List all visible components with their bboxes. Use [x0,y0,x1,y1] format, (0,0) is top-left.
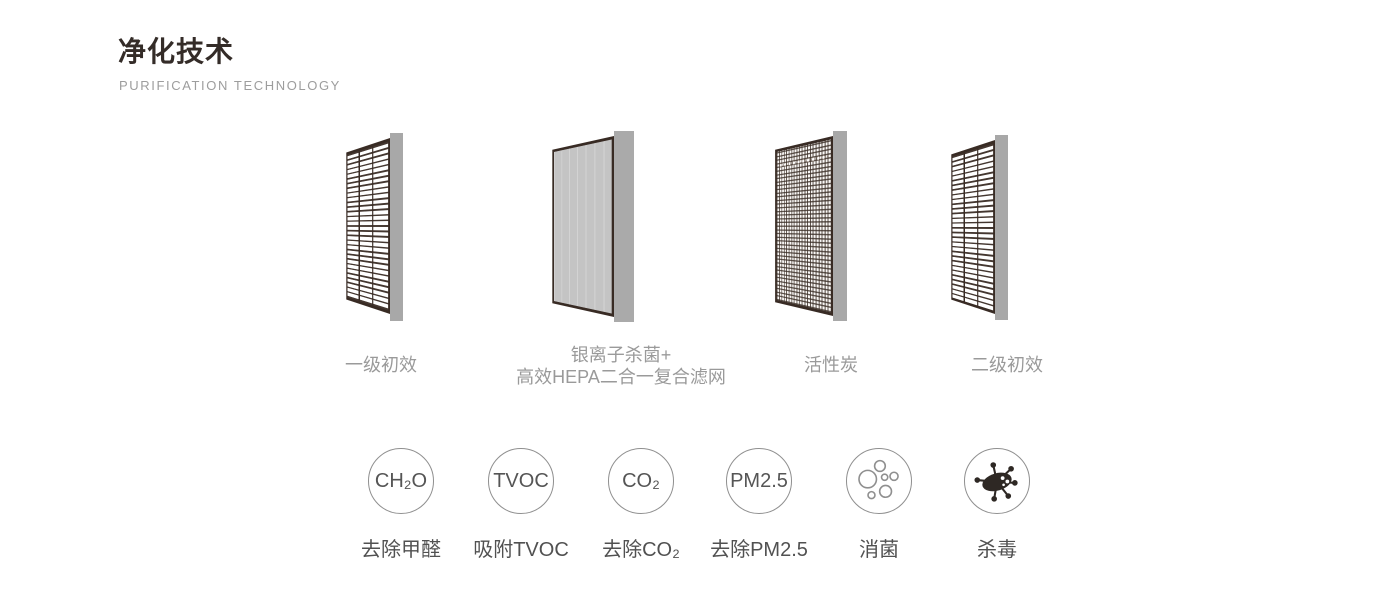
section-subtitle: PURIFICATION TECHNOLOGY [119,78,341,93]
panel-front-mesh-face [951,140,995,314]
primary-filter-panel-illustration [341,133,403,321]
secondary-filter-panel-illustration [947,135,1008,320]
panel-front-mesh-face [346,138,390,314]
filter-label-secondary: 二级初效 [971,355,1043,375]
panel-front-pleated-face [552,136,614,317]
pm25-badge-text: PM2.5 [730,469,788,492]
panel-side-face [390,133,403,321]
panel-side-face [614,131,634,322]
ch2o-badge: CH₂O [368,448,434,514]
hepa-filter-panel-illustration [545,131,634,322]
mesh-divider [358,150,360,302]
co2-badge-text: CO₂ [622,469,660,492]
panel-front-granule-face [775,136,833,316]
filter-label-carbon: 活性炭 [804,355,858,375]
feature-label-tvoc: 吸附TVOC [473,539,569,561]
pm25-badge: PM2.5 [726,448,792,514]
feature-label-virus: 杀毒 [977,539,1017,561]
panel-side-face [833,131,847,321]
feature-label-formaldehyde: 去除甲醛 [361,539,441,561]
mesh-divider [371,146,374,306]
feature-label-pm25: 去除PM2.5 [710,539,808,561]
activated-carbon-panel-illustration [766,131,847,321]
feature-label-co2: 去除CO₂ [602,539,680,561]
tvoc-badge: TVOC [488,448,554,514]
ch2o-badge-text: CH₂O [374,469,428,492]
virus-badge [964,448,1030,514]
tvoc-badge-text: TVOC [493,469,549,492]
mesh-divider [976,148,979,306]
sterilize-badge [846,448,912,514]
panel-side-face [995,135,1008,320]
filter-label-primary: 一级初效 [345,355,417,375]
feature-label-sterilize: 消菌 [859,539,899,561]
filter-label-hepa: 银离子杀菌+ 高效HEPA二合一复合滤网 [516,345,726,387]
co2-badge: CO₂ [608,448,674,514]
section-title: 净化技术 [118,36,235,67]
virus-icon [974,462,1018,502]
carbon-granule-dots [778,152,828,170]
mesh-divider [963,152,965,302]
sterilize-bubbles-icon [858,459,899,500]
